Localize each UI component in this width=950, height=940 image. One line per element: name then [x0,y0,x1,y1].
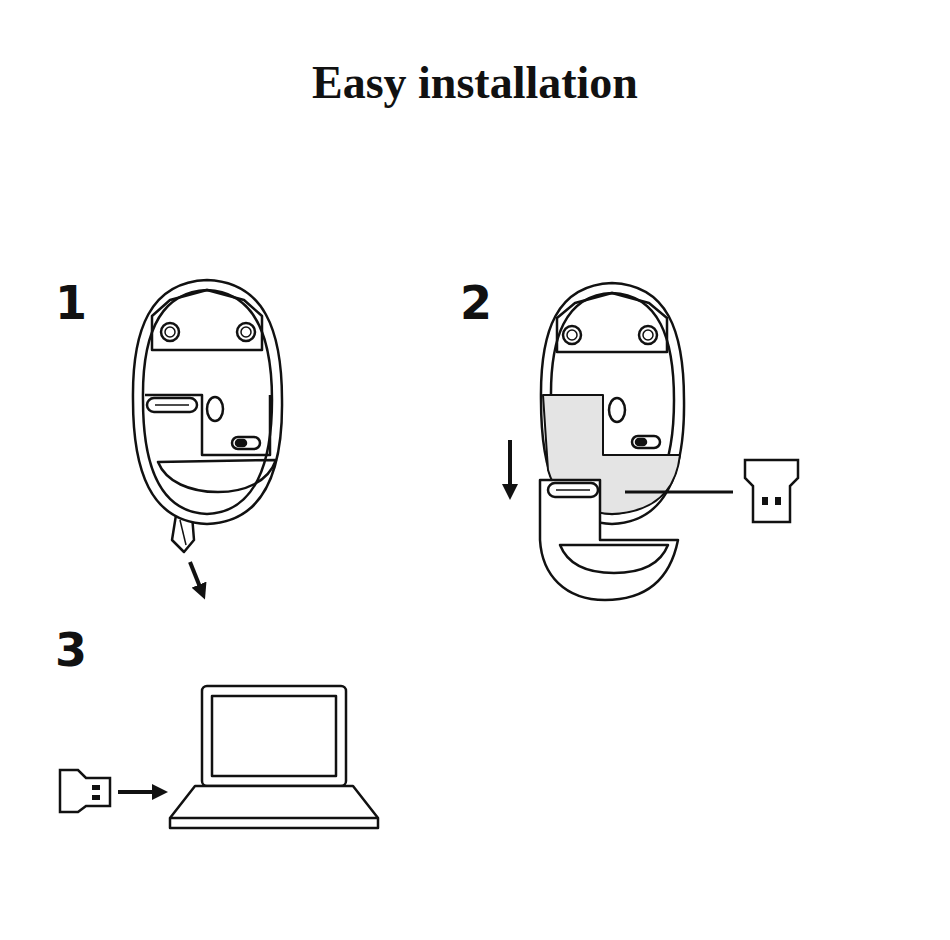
down-arrow [508,440,512,492]
step-number: 1 [55,276,87,330]
mouse-bottom-2 [540,283,684,600]
usb-receiver [60,770,110,812]
step-number: 3 [55,623,87,677]
usb-receiver [745,460,798,522]
mouse-bottom-1 [133,280,282,552]
insert-arrow [118,790,160,794]
pull-arrow [190,562,202,592]
title: Easy installation [312,56,638,109]
step-number: 2 [460,276,492,330]
leader-line [625,491,733,494]
laptop [170,686,378,828]
